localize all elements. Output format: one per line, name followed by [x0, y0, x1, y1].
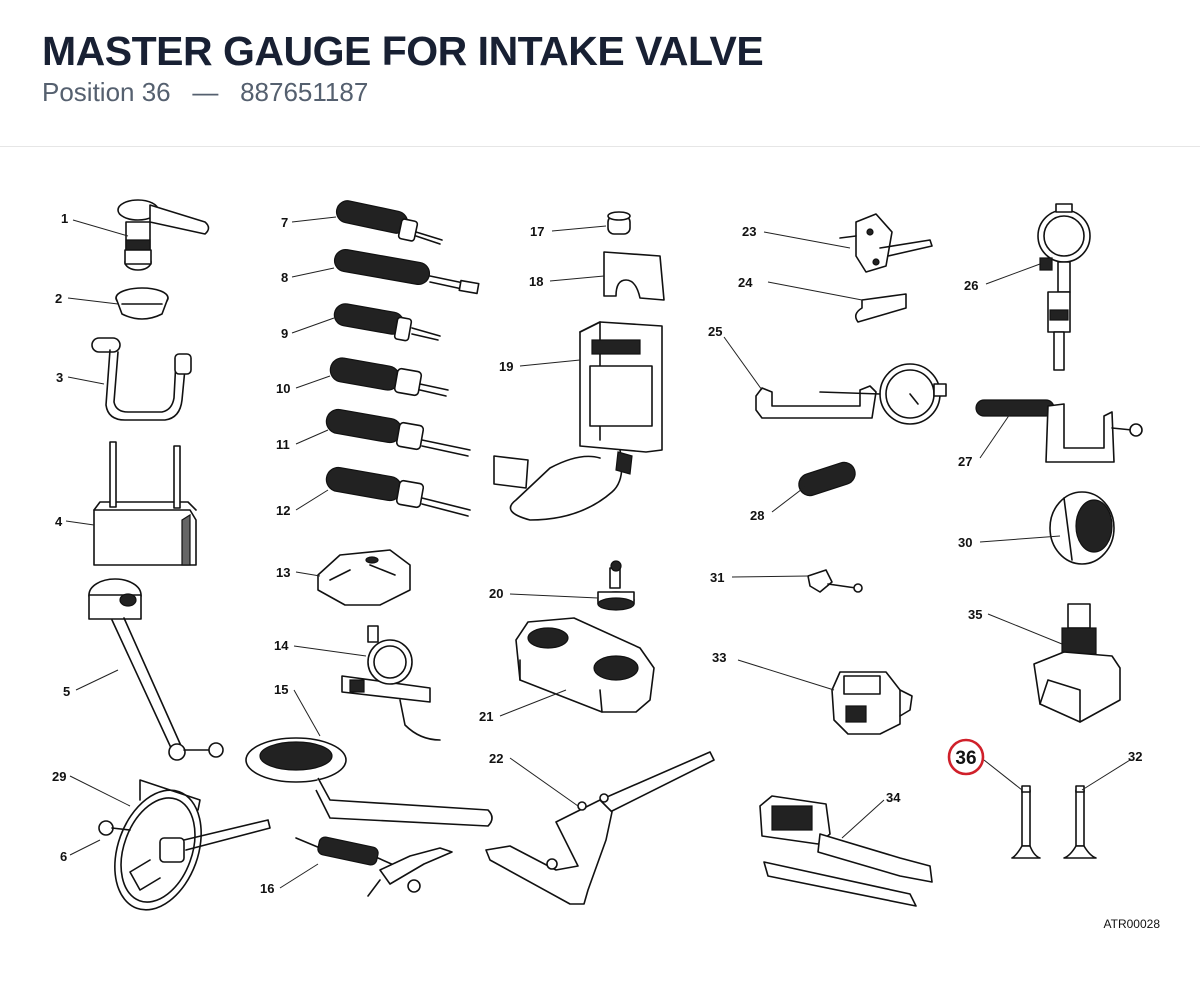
label-2: 2	[55, 291, 62, 306]
label-20: 20	[489, 586, 503, 601]
tool-20-knob	[597, 560, 635, 611]
label-14: 14	[274, 638, 289, 653]
subtitle-separator: —	[192, 77, 219, 107]
label-17: 17	[530, 224, 544, 239]
leader-lines	[65, 216, 1131, 889]
highlight-label: 36	[955, 748, 976, 769]
tool-35-threaded-adapter	[1033, 603, 1121, 723]
tools-exploded-diagram: 1 2 3 4 5 6 7 8 9 10 11 12 13 14 15 16 1…	[52, 199, 1143, 911]
tool-13-clamp-block	[317, 549, 411, 606]
label-23: 23	[742, 224, 756, 239]
label-18: 18	[529, 274, 543, 289]
tool-10-drift	[329, 357, 449, 397]
subtitle-part-number: 887651187	[240, 77, 369, 107]
label-26: 26	[964, 278, 978, 293]
tool-31-clip	[807, 569, 863, 593]
label-25: 25	[708, 324, 722, 339]
label-21: 21	[479, 709, 493, 724]
label-6: 6	[60, 849, 67, 864]
tool-14-dial-gauge-fixture	[341, 625, 441, 741]
tool-23-bracket-pin	[839, 213, 933, 273]
label-30: 30	[958, 535, 972, 550]
tool-17-bush	[607, 211, 631, 235]
label-11: 11	[276, 437, 290, 452]
tool-32-valve	[1063, 785, 1097, 859]
label-16: 16	[260, 881, 274, 896]
part-labels: 1 2 3 4 5 6 7 8 9 10 11 12 13 14 15 16 1…	[52, 211, 1142, 896]
subtitle-position: Position 36	[42, 77, 171, 107]
tool-22-angle-frame	[485, 751, 715, 905]
label-27: 27	[958, 454, 972, 469]
label-3: 3	[56, 370, 63, 385]
tool-34-meter-probe	[759, 795, 933, 907]
tool-19-digital-meter	[493, 321, 663, 521]
tool-18-fork-plate	[603, 251, 665, 301]
page-subtitle: Position 36 — 887651187	[42, 77, 368, 108]
tool-2-ring-nut	[115, 287, 169, 320]
label-24: 24	[738, 275, 753, 290]
label-8: 8	[281, 270, 288, 285]
tool-36-master-gauge-intake-valve	[1011, 785, 1041, 859]
tool-5-crank-handle	[88, 578, 224, 761]
tool-16-puller	[295, 836, 453, 897]
label-13: 13	[276, 565, 290, 580]
label-32: 32	[1128, 749, 1142, 764]
label-29: 29	[52, 769, 66, 784]
tool-3-u-handle	[91, 337, 192, 421]
tool-24-bullet-pin	[854, 293, 907, 323]
label-22: 22	[489, 751, 503, 766]
tool-4-fixture-stand	[93, 441, 197, 566]
label-7: 7	[281, 215, 288, 230]
label-31: 31	[710, 570, 724, 585]
tool-25-c-frame-dial	[755, 363, 947, 425]
label-15: 15	[274, 682, 288, 697]
tool-11-drift	[325, 408, 471, 457]
reference-code: ATR00028	[1103, 917, 1160, 931]
label-12: 12	[276, 503, 290, 518]
tool-15-ring-spanner	[245, 737, 493, 827]
label-33: 33	[712, 650, 726, 665]
tool-27-bracket-rod	[975, 399, 1143, 463]
tool-1-socket-wrench	[117, 199, 210, 271]
tool-28-knurled-handle	[798, 461, 856, 497]
label-28: 28	[750, 508, 764, 523]
label-34: 34	[886, 790, 901, 805]
tool-12-drift	[325, 466, 471, 517]
label-4: 4	[55, 514, 63, 529]
tool-33-gauge-housing	[831, 671, 913, 735]
tool-7-drift	[335, 200, 443, 245]
highlight-callout-36: 36	[947, 738, 985, 776]
page-title: MASTER GAUGE FOR INTAKE VALVE	[42, 28, 764, 74]
label-10: 10	[276, 381, 290, 396]
tool-26-dial-bore-gauge	[1037, 203, 1091, 371]
label-19: 19	[499, 359, 513, 374]
tool-8-drift	[333, 248, 480, 295]
highlight-ring	[947, 738, 985, 776]
page-header: MASTER GAUGE FOR INTAKE VALVE Position 3…	[0, 0, 1200, 147]
label-5: 5	[63, 684, 70, 699]
tool-21-double-bore-block	[515, 617, 655, 713]
label-1: 1	[61, 211, 68, 226]
tool-9-drift	[333, 303, 441, 342]
tool-29-degree-wheel	[98, 779, 271, 911]
label-9: 9	[281, 326, 288, 341]
label-35: 35	[968, 607, 982, 622]
tool-30-ring	[1049, 491, 1115, 565]
